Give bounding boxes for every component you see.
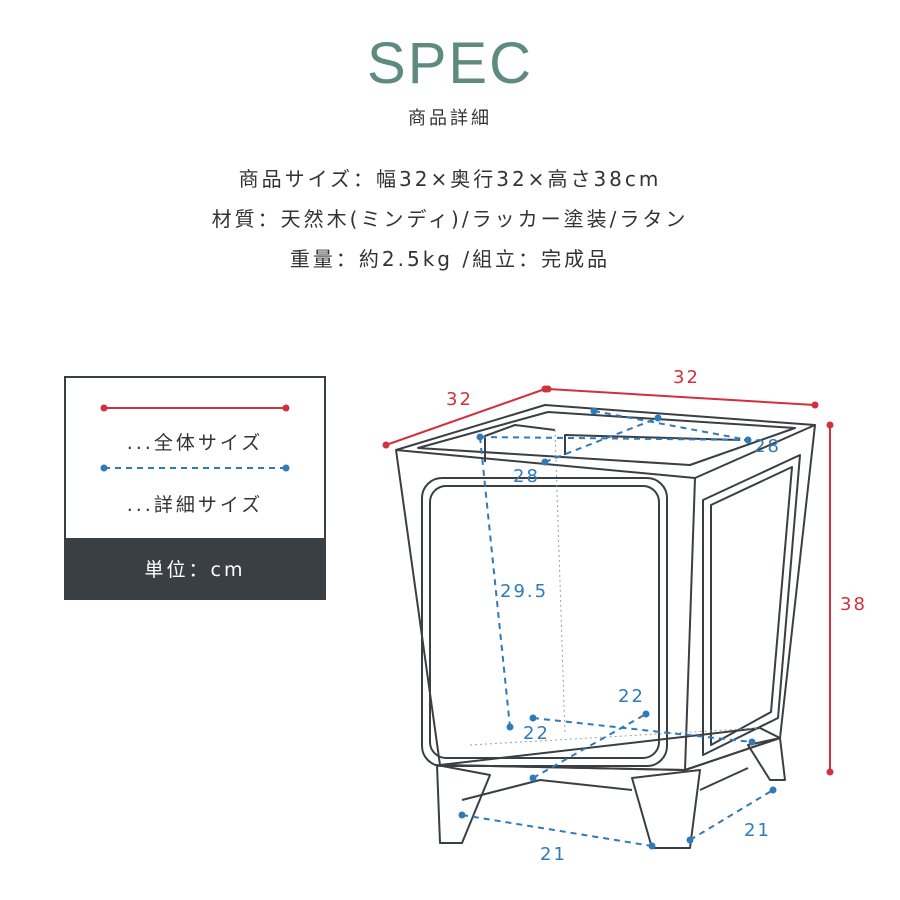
legend-overall-line — [100, 404, 290, 412]
label-inner-top-depth: 28 — [513, 466, 540, 487]
label-leg-depth: 21 — [744, 820, 771, 841]
front-face — [395, 449, 696, 771]
right-face — [684, 424, 816, 771]
hidden-lines — [469, 429, 761, 746]
legend-box: ...全体サイズ ...詳細サイズ 単位：cm — [64, 376, 326, 600]
label-overall-height: 38 — [840, 594, 867, 615]
front-panel-outer — [421, 477, 668, 767]
leg-front-left — [436, 764, 491, 844]
legend-lines — [100, 404, 290, 472]
spec-weight: 重量：約2.5kg /組立：完成品 — [289, 247, 611, 271]
label-inner-top-width: 28 — [754, 436, 781, 457]
leg-depth-line — [689, 789, 774, 841]
overall-width-line — [544, 385, 819, 409]
overall-dimension-lines — [382, 385, 834, 776]
legend-unit: 単位：cm — [66, 538, 324, 598]
front-panel-inner — [429, 485, 660, 759]
right-panel-outer — [702, 454, 801, 756]
spec-size: 商品サイズ：幅32×奥行32×高さ38cm — [238, 167, 662, 191]
leg-right-back — [747, 737, 786, 781]
legend-overall-label: ...全体サイズ — [126, 432, 264, 454]
leg-front-right — [631, 769, 701, 849]
base-lower-right — [699, 767, 749, 791]
product-outline — [395, 404, 816, 849]
hidden-vertical — [554, 429, 566, 736]
label-leg-width: 21 — [540, 844, 567, 865]
legend-detail-label: ...詳細サイズ — [126, 494, 264, 516]
right-panel-inner — [710, 466, 793, 746]
label-inner-bottom-width: 22 — [618, 686, 645, 707]
label-inner-bottom-depth: 22 — [523, 723, 550, 744]
detail-dimension-lines — [461, 410, 774, 847]
detail-dimension-points — [458, 407, 777, 850]
label-overall-width: 32 — [673, 367, 700, 388]
hidden-base — [469, 727, 761, 746]
base-lower-front — [461, 779, 633, 801]
rim-inner — [417, 411, 796, 466]
inner-top-width-line — [479, 436, 749, 441]
page-title: SPEC — [367, 31, 533, 96]
label-inner-height: 29.5 — [500, 581, 548, 602]
page-subtitle: 商品詳細 — [408, 108, 492, 129]
inner-top-depth-line — [544, 417, 659, 463]
inner-top-rear-line — [593, 410, 749, 441]
inner-wall-left — [484, 424, 556, 462]
spec-material: 材質：天然木(ミンディ)/ラッカー塗装/ラタン — [211, 207, 689, 231]
overall-height-line — [826, 421, 834, 776]
leg-width-line — [461, 814, 653, 847]
inner-height-line — [479, 436, 511, 728]
inner-bottom-width-line — [532, 717, 753, 743]
legend-detail-line — [100, 464, 290, 472]
label-overall-depth: 32 — [446, 389, 473, 410]
